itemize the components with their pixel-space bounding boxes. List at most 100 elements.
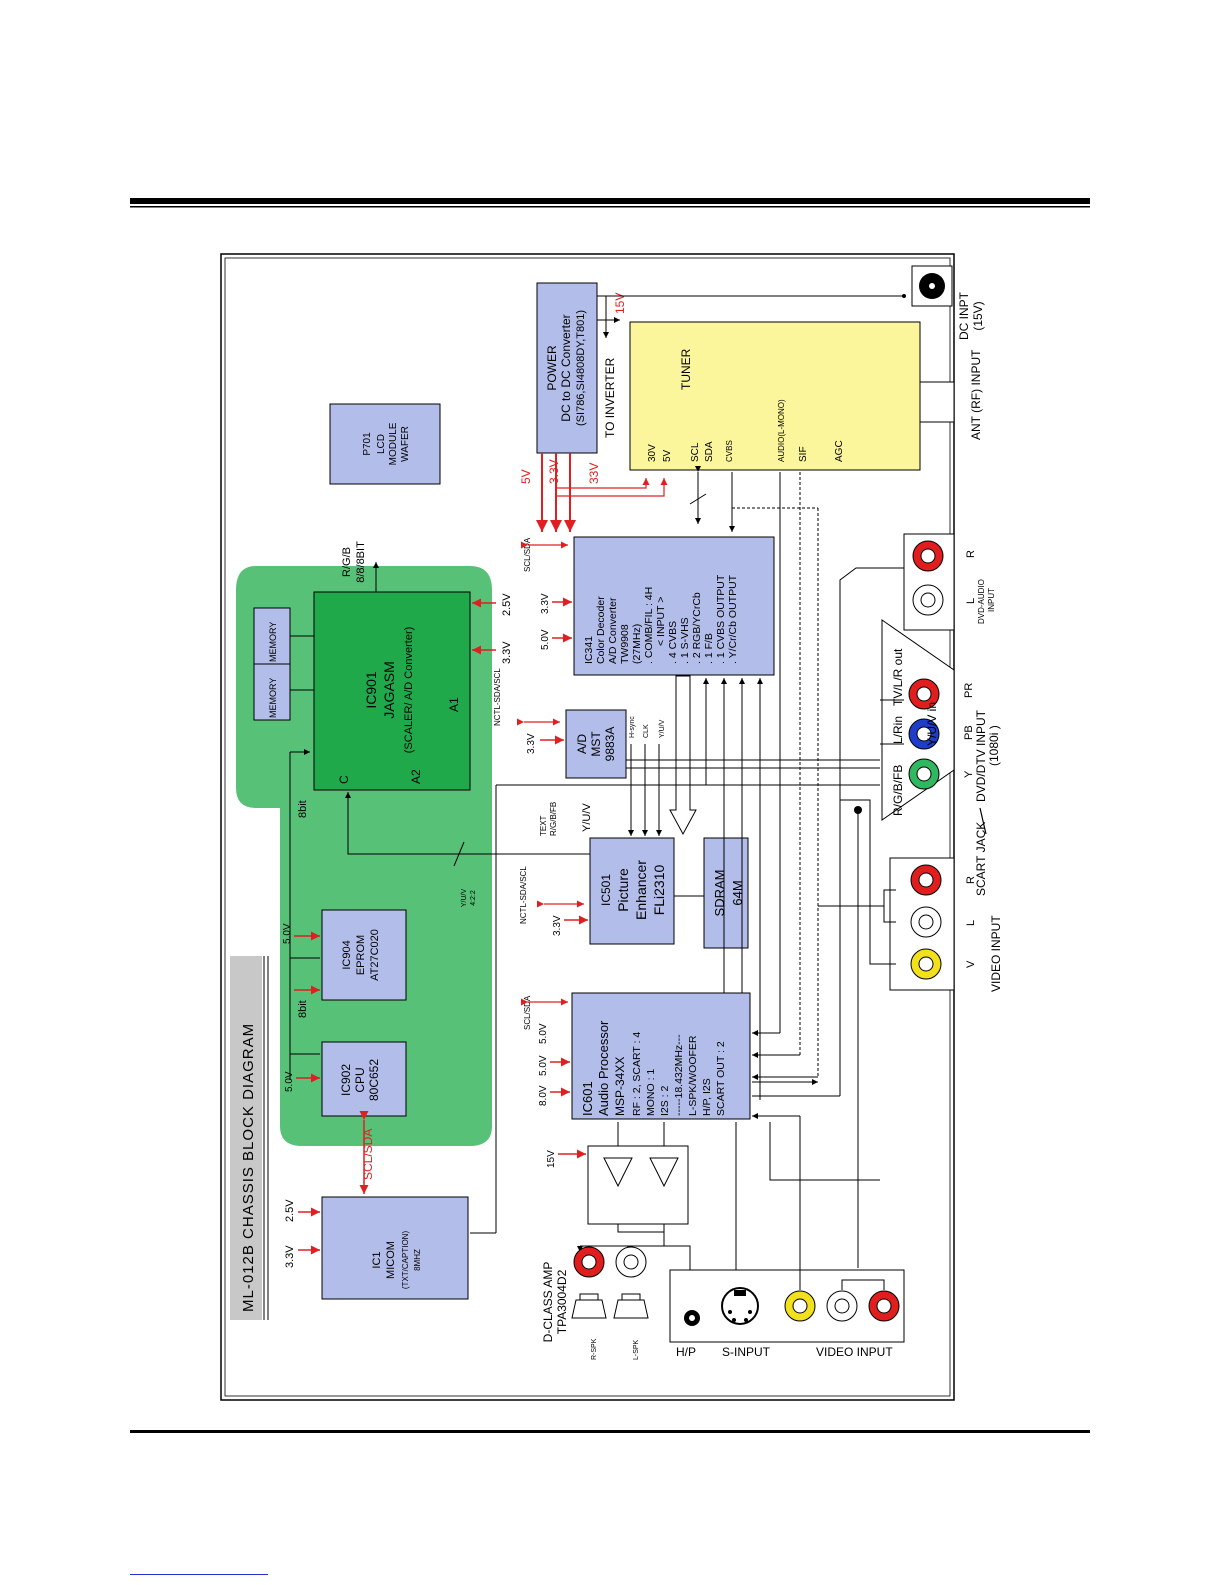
svg-text:R: R: [965, 876, 977, 884]
svg-text:TEXT: TEXT: [539, 815, 548, 836]
page-title: ML-012B CHASSIS BLOCK DIAGRAM: [240, 1023, 257, 1312]
scl-sda-label: SCL/SDA: [361, 1129, 375, 1180]
svg-text:5V: 5V: [662, 449, 673, 462]
ant-input-connector: ANT (RF) INPUT: [919, 349, 983, 440]
svg-text:ANT (RF) INPUT: ANT (RF) INPUT: [969, 349, 983, 440]
svg-text:Y/U/V: Y/U/V: [659, 719, 666, 738]
svg-text:CLK: CLK: [643, 724, 650, 738]
svg-text:V: V: [965, 960, 977, 968]
svg-text:CVBS: CVBS: [725, 440, 734, 462]
footer-rule: [130, 1430, 1090, 1433]
svg-text:R/G/B/FB: R/G/B/FB: [891, 765, 905, 816]
svg-text:IC902CPU80C652: IC902CPU80C652: [339, 1059, 381, 1101]
svg-text:SCL/SDA: SCL/SDA: [523, 537, 532, 572]
svg-text:3.3V: 3.3V: [501, 641, 513, 664]
svg-text:33V: 33V: [587, 463, 601, 484]
svg-text:VIDEO INPUT: VIDEO INPUT: [816, 1345, 893, 1359]
svg-text:8.0V: 8.0V: [538, 1085, 549, 1106]
svg-text:SIF: SIF: [798, 446, 809, 462]
side-connector-panel: H/P S-INPUT VIDEO INPUT: [669, 1269, 905, 1359]
svg-text:NCTL-SDA/SCL: NCTL-SDA/SCL: [519, 866, 528, 924]
svg-text:3.3V: 3.3V: [526, 733, 537, 754]
svg-text:Y/U/V: Y/U/V: [581, 803, 593, 832]
svg-text:SCL: SCL: [690, 442, 701, 462]
svg-text:5V: 5V: [519, 469, 533, 484]
svg-text:C: C: [337, 775, 351, 784]
svg-text:5.0V: 5.0V: [538, 1023, 549, 1044]
svg-text:Y/U/V4:2:2: Y/U/V4:2:2: [461, 889, 477, 908]
svg-text:2.5V: 2.5V: [501, 593, 513, 616]
memory-block: MEMORY MEMORY: [253, 607, 314, 721]
title-box: ML-012B CHASSIS BLOCK DIAGRAM: [230, 956, 269, 1320]
svg-text:A/DMST9883A: A/DMST9883A: [575, 727, 617, 762]
svg-text:L/Rin: L/Rin: [891, 716, 905, 744]
svg-text:30V: 30V: [647, 444, 658, 462]
ic902-cpu-block: IC902CPU80C652 5.0V: [284, 1041, 407, 1117]
svg-text:TV/L/R out: TV/L/R out: [891, 648, 905, 706]
ad-mst-block: A/DMST9883A 3.3V NCTL-SDA/SCL H-sync CLK…: [493, 668, 692, 779]
svg-text:DC INPT(15V): DC INPT(15V): [957, 291, 985, 340]
header-rule: [130, 198, 1090, 204]
svg-text:L: L: [965, 920, 977, 926]
svg-text:5.0V: 5.0V: [540, 629, 551, 650]
svg-text:D-CLASS AMPTPA3004D2: D-CLASS AMPTPA3004D2: [541, 1262, 569, 1343]
svg-text:H-sync: H-sync: [629, 716, 636, 738]
svg-text:L: L: [965, 598, 977, 604]
svg-text:Y/U/V in: Y/U/V in: [925, 702, 939, 746]
svg-text:SDA: SDA: [704, 441, 715, 462]
svg-text:A2: A2: [409, 769, 423, 784]
diagram-frame: [220, 253, 955, 1401]
svg-text:AUDIO(L-MONO): AUDIO(L-MONO): [777, 399, 786, 462]
svg-text:R-SPK: R-SPK: [591, 1338, 598, 1360]
svg-text:3.3V: 3.3V: [540, 593, 551, 614]
svg-text:INPUT: INPUT: [987, 588, 996, 612]
svg-text:PR: PR: [963, 683, 975, 698]
svg-text:3.3V: 3.3V: [284, 1245, 296, 1268]
svg-text:MEMORY: MEMORY: [268, 678, 278, 718]
s-video-icon: [721, 1287, 759, 1325]
svg-text:L-SPK: L-SPK: [633, 1339, 640, 1360]
svg-text:IC341Color DecoderA/D Converte: IC341Color DecoderA/D ConverterTW9908(27…: [583, 574, 739, 664]
ic341-color-decoder-block: IC341Color DecoderA/D ConverterTW9908(27…: [520, 536, 775, 676]
svg-text:DVD-AUDIO: DVD-AUDIO: [977, 579, 986, 624]
bus-8bit-b: 8bit: [297, 800, 309, 818]
tuner-block: TUNER 30V 5V SCL SDA CVBS AUDIO(L-MONO) …: [629, 321, 921, 471]
svg-text:S-INPUT: S-INPUT: [722, 1345, 771, 1359]
power-dcdc-block: POWERDC to DC Converter(SI786,SI4808DY,T…: [519, 282, 627, 484]
svg-text:DVD/DTV INPUT: DVD/DTV INPUT: [974, 709, 988, 802]
svg-text:R/G/B8/8/8BIT: R/G/B8/8/8BIT: [341, 541, 367, 583]
dvd-audio-input-connector: R L DVD-AUDIO INPUT: [903, 533, 996, 631]
svg-text:AGC: AGC: [834, 440, 845, 462]
svg-text:3.3V: 3.3V: [552, 915, 563, 936]
speaker-outputs: R-SPK L-SPK: [571, 1246, 649, 1360]
svg-text:SCL/SDA: SCL/SDA: [523, 995, 532, 1030]
svg-text:5.0V: 5.0V: [282, 923, 293, 944]
svg-text:VIDEO INPUT: VIDEO INPUT: [989, 915, 1003, 992]
svg-text:2.5V: 2.5V: [284, 1199, 296, 1222]
dc-input-connector: DC INPT(15V): [911, 265, 985, 340]
svg-text:3.3V: 3.3V: [547, 459, 561, 484]
svg-text:SCART JACK: SCART JACK: [974, 822, 988, 896]
scart-dvd-input: R/G/B/FB L/Rin Y/U/V in TV/L/R out Y PB …: [881, 619, 1001, 896]
header-rule-thin: [130, 206, 1090, 208]
svg-text:H/P: H/P: [676, 1345, 696, 1359]
svg-text:TUNER: TUNER: [679, 348, 693, 390]
bus-8bit-a: 8bit: [297, 1000, 309, 1018]
svg-text:POWERDC to DC Converter(SI786,: POWERDC to DC Converter(SI786,SI4808DY,T…: [545, 310, 587, 426]
svg-text:R/G/B/FB: R/G/B/FB: [549, 802, 558, 836]
svg-text:A1: A1: [447, 697, 461, 712]
l-speaker-icon: [613, 1293, 649, 1319]
footer-link-underline: [130, 1574, 268, 1575]
video-input-top-connector: R L V VIDEO INPUT: [889, 857, 1003, 992]
